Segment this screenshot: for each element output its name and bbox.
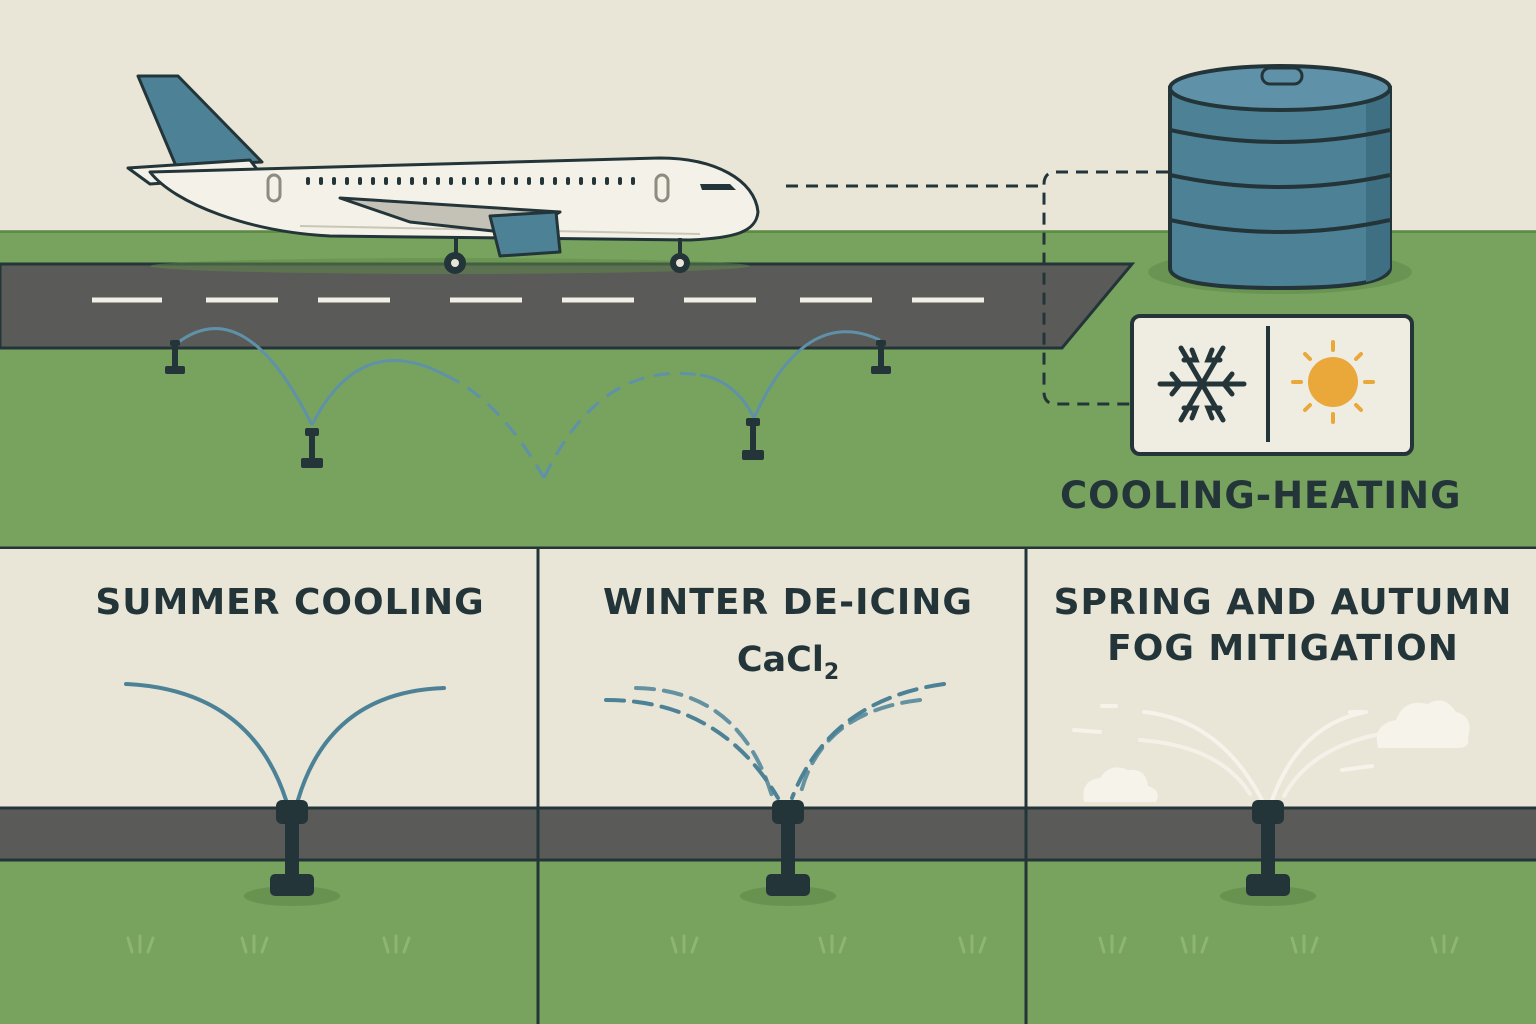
- top-scene: [0, 0, 1536, 548]
- panel-title-winter: WINTER DE-ICING: [540, 582, 1036, 623]
- runway: [0, 264, 1132, 348]
- formula-base: CaCl: [737, 640, 824, 680]
- panel-title-summer: SUMMER COOLING: [40, 582, 540, 623]
- cooling-heating-control: [1132, 316, 1412, 454]
- panel-title-fog-line-2: FOG MITIGATION: [1030, 628, 1536, 669]
- water-tank-icon: [1148, 66, 1412, 294]
- system-label: COOLING-HEATING: [1060, 474, 1460, 517]
- formula-subscript: 2: [824, 660, 839, 685]
- chemical-formula: CaCl2: [540, 640, 1036, 685]
- panel-title-fog-line-1: SPRING AND AUTUMN: [1030, 582, 1536, 623]
